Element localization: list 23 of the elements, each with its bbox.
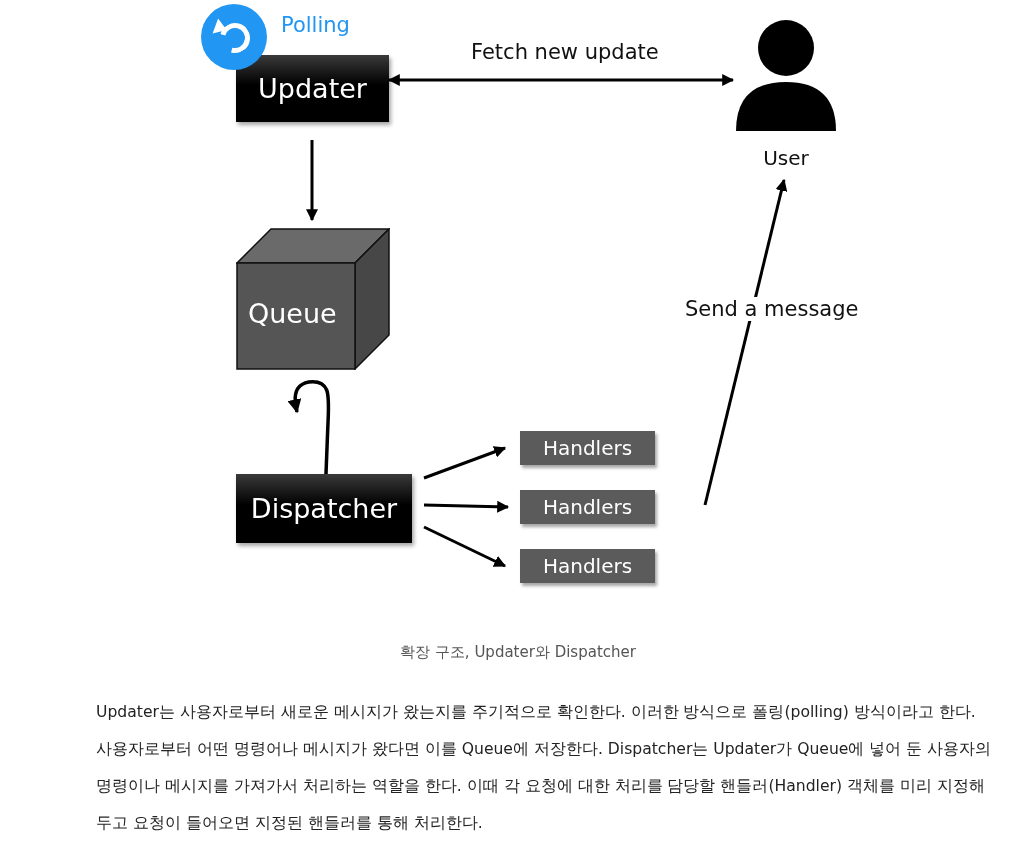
- node-label: Handlers: [542, 436, 633, 460]
- arrow: [423, 525, 507, 568]
- arrow: [306, 140, 318, 222]
- node-label: Handlers: [542, 495, 633, 519]
- paragraph: Updater는 사용자로부터 새로운 메시지가 왔는지를 주기적으로 확인한다. 이러한 방식으로 폴링(polling) 방식이라고 한다. 사용자로부터 어떤 명령어나 메시지가 왔다면 이를 Queue에 저장한다. Dispatcher는 Updater가 Queue에 넣어 둔 사용자의 명령이나 메시지를 가져가서 처리하는 역할을 한다. 이때 각 요청에 대한 처리를 담당할 핸들러(Handler) 객체를 미리 지정해두고 요청이 들어오면 지정된 핸들러를 통해 처리한다.: [96, 702, 993, 834]
- process-box: [520, 490, 655, 524]
- process-box: [520, 549, 655, 583]
- arrow: [423, 500, 510, 513]
- node-label: Updater: [258, 73, 367, 104]
- node-label: User: [763, 146, 809, 170]
- arrow: [423, 446, 507, 480]
- caption: 확장 구조, Updater와 Dispatcher: [399, 643, 637, 662]
- process-box: [236, 55, 389, 122]
- arrow: [703, 178, 788, 506]
- edge-label: Fetch new update: [470, 40, 660, 64]
- side-label: Polling: [281, 13, 350, 37]
- node-label: Handlers: [542, 554, 633, 578]
- node-label: Dispatcher: [250, 493, 398, 524]
- process-box: [520, 431, 655, 465]
- process-box: [236, 474, 412, 543]
- arrow: [287, 379, 331, 475]
- edge-label: Send a message: [684, 297, 860, 321]
- node-label: Queue: [248, 298, 337, 329]
